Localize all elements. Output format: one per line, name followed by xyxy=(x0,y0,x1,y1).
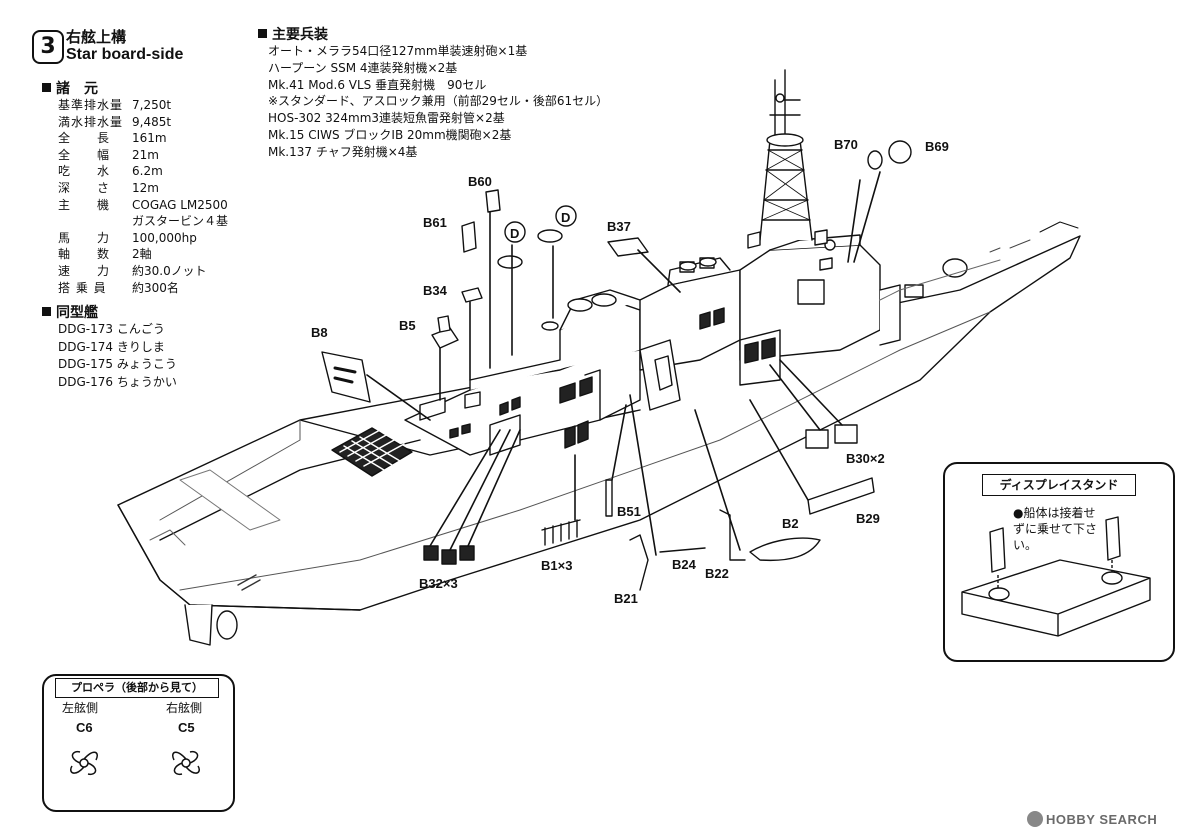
step-title: 右舷上構 xyxy=(66,29,127,46)
spec-value: 約30.0ノット xyxy=(132,264,207,278)
callout-d-2: D xyxy=(561,210,571,225)
weapon-item: Mk.137 チャフ発射機×4基 xyxy=(268,144,418,159)
propeller-panel xyxy=(42,674,235,812)
spec-value: 12m xyxy=(132,181,159,195)
spec-value: 21m xyxy=(132,147,159,162)
callout-b37: B37 xyxy=(607,219,631,234)
callout-b8: B8 xyxy=(311,325,328,340)
callout-b1: B1×3 xyxy=(541,558,573,573)
weapon-item: ハープーン SSM 4連装発射機×2基 xyxy=(268,60,458,75)
spec-row: ガスタービン４基 xyxy=(58,212,228,229)
callout-b34: B34 xyxy=(423,283,447,298)
sister-ships-heading: 同型艦 xyxy=(42,302,98,322)
spec-value: 9,485t xyxy=(132,114,172,129)
spec-row: 基準排水量 7,250t xyxy=(58,96,171,113)
spec-row: 主 機 COGAG LM2500 xyxy=(58,196,228,213)
callout-b21: B21 xyxy=(614,591,638,606)
bow-details xyxy=(879,221,1079,301)
weapons-heading: 主要兵装 xyxy=(258,24,328,44)
spec-row: 深 さ 12m xyxy=(58,179,159,196)
callout-b32: B32×3 xyxy=(419,576,458,591)
spec-label: 吃 水 xyxy=(58,164,111,179)
watermark: HOBBY SEARCH xyxy=(1046,812,1158,827)
display-stand-title: ディスプレイスタンド xyxy=(982,474,1136,496)
propeller-title: プロペラ（後部から見て） xyxy=(55,678,219,698)
callout-b60: B60 xyxy=(468,174,492,189)
weapon-item: ※スタンダード、アスロック兼用（前部29セル・後部61セル） xyxy=(268,94,609,109)
spec-label: 基準排水量 xyxy=(58,98,124,112)
propeller-starboard-label: 右舷側 xyxy=(166,701,203,715)
loose-parts xyxy=(321,140,912,591)
spec-value: ガスタービン４基 xyxy=(132,214,229,229)
callout-b70: B70 xyxy=(834,137,858,152)
lattice-mast xyxy=(747,69,828,249)
watermark-logo-icon xyxy=(1027,811,1043,827)
callout-b29: B29 xyxy=(856,511,880,526)
spec-value: 161m xyxy=(132,131,167,146)
weapon-item: HOS-302 324mm3連装短魚雷発射管×2基 xyxy=(268,111,505,126)
spec-label: 速 力 xyxy=(58,264,111,278)
spec-row: 全 長 161m xyxy=(58,129,167,146)
callout-b22: B22 xyxy=(705,566,729,581)
display-stand-panel xyxy=(943,462,1175,662)
spec-label: 馬 力 xyxy=(58,230,111,245)
spec-row: 馬 力 100,000hp xyxy=(58,229,197,246)
spec-row: 速 力 約30.0ノット xyxy=(58,262,206,279)
spec-label: 全 長 xyxy=(58,131,111,146)
callout-b5: B5 xyxy=(399,318,416,333)
spec-label: 主 機 xyxy=(58,197,111,212)
sister-ship-item: DDG-175 みょうこう xyxy=(58,357,177,371)
spec-value: 約300名 xyxy=(132,280,179,295)
bridge-block xyxy=(739,234,968,386)
callout-b61: B61 xyxy=(423,215,447,230)
spec-row: 全 幅 21m xyxy=(58,146,159,163)
spec-value: 6.2m xyxy=(132,164,163,179)
spec-label: 全 幅 xyxy=(58,147,111,162)
spec-label: 搭 乗 員 xyxy=(58,280,107,295)
propeller-starboard-icon xyxy=(172,750,200,776)
sister-ship-item: DDG-176 ちょうかい xyxy=(58,374,177,389)
step-subtitle: Star board-side xyxy=(66,46,184,63)
propeller-port-label: 左舷側 xyxy=(62,701,99,715)
spec-value: 7,250t xyxy=(132,98,172,112)
spec-row: 満水排水量 9,485t xyxy=(58,113,171,130)
spec-row: 吃 水 6.2m xyxy=(58,162,163,179)
spec-label: 満水排水量 xyxy=(58,114,124,129)
weapon-item: Mk.41 Mod.6 VLS 垂直発射機 90セル xyxy=(268,77,487,92)
callout-b69: B69 xyxy=(925,139,949,154)
spec-value: 2軸 xyxy=(132,247,152,262)
propeller-port-code: C6 xyxy=(76,720,93,735)
propeller-starboard-code: C5 xyxy=(178,720,195,735)
callout-b2: B2 xyxy=(782,516,799,531)
spec-label: 軸 数 xyxy=(58,247,111,262)
sister-ship-item: DDG-174 きりしま xyxy=(58,339,165,354)
step-number: 3 xyxy=(32,30,64,64)
spec-row: 軸 数 2軸 xyxy=(58,245,152,262)
propeller-port-icon xyxy=(70,750,98,776)
callout-b30: B30×2 xyxy=(846,451,885,466)
helideck-grid xyxy=(331,427,413,477)
callout-b24: B24 xyxy=(672,557,696,572)
weapon-item: Mk.15 CIWS ブロックIB 20mm機関砲×2基 xyxy=(268,128,512,142)
funnel-block xyxy=(639,257,741,411)
spec-value: COGAG LM2500 xyxy=(132,197,228,212)
spec-label: 深 さ xyxy=(58,181,111,195)
specs-heading: 諸 元 xyxy=(42,78,98,98)
callout-d-1: D xyxy=(510,226,520,241)
spec-row: 搭 乗 員 約300名 xyxy=(58,279,179,296)
callout-b51: B51 xyxy=(617,504,641,519)
sister-ship-item: DDG-173 こんごう xyxy=(58,322,165,336)
weapon-item: オート・メララ54口径127mm単装速射砲×1基 xyxy=(268,44,528,58)
spec-value: 100,000hp xyxy=(132,230,197,245)
leader-lines xyxy=(366,171,881,556)
display-stand-note: ●船体は接着せずに乗せて下さい。 xyxy=(1013,506,1098,552)
